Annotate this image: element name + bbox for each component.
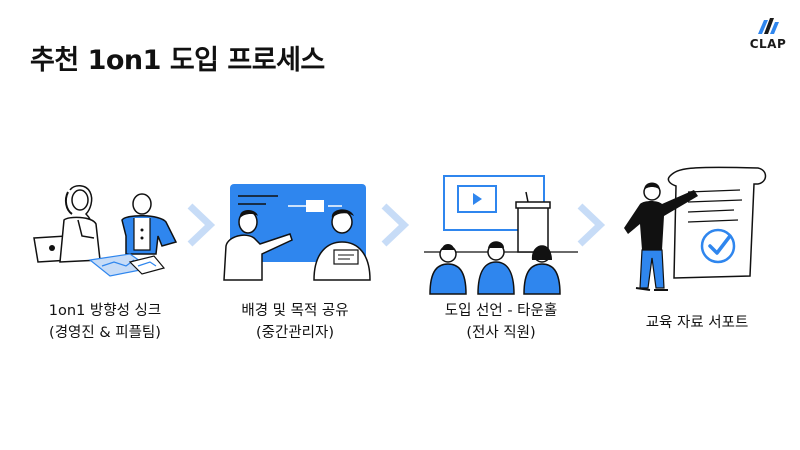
document-checklist-illustration bbox=[624, 166, 767, 291]
leadership-meeting-illustration bbox=[33, 185, 178, 277]
presentation-illustration bbox=[223, 184, 371, 281]
clap-logo: CLAP bbox=[746, 16, 790, 51]
step-3-title: 도입 선언 - 타운홀 bbox=[444, 303, 558, 319]
step-2-caption: 배경 및 목적 공유 (중간관리자) bbox=[220, 300, 370, 344]
step-2-title: 배경 및 목적 공유 bbox=[241, 303, 349, 319]
step-3-caption: 도입 선언 - 타운홀 (전사 직원) bbox=[418, 300, 584, 344]
step-2-subtitle: (중간관리자) bbox=[255, 325, 334, 341]
step-1-subtitle: (경영진 & 피플팀) bbox=[49, 325, 161, 341]
town-hall-illustration bbox=[424, 175, 578, 295]
step-4-title: 교육 자료 서포트 bbox=[645, 315, 749, 331]
step-1-title: 1on1 방향성 싱크 bbox=[48, 303, 162, 319]
chevron-right-icon bbox=[577, 203, 606, 247]
chevron-right-icon bbox=[381, 203, 410, 247]
step-1-caption: 1on1 방향성 싱크 (경영진 & 피플팀) bbox=[30, 300, 180, 344]
page-title: 추천 1on1 도입 프로세스 bbox=[30, 45, 325, 76]
chevron-right-icon bbox=[187, 203, 216, 247]
step-3-subtitle: (전사 직원) bbox=[466, 325, 536, 341]
step-4-caption: 교육 자료 서포트 bbox=[612, 312, 782, 334]
logo-text: CLAP bbox=[749, 37, 787, 51]
clap-logo-icon bbox=[758, 18, 779, 34]
